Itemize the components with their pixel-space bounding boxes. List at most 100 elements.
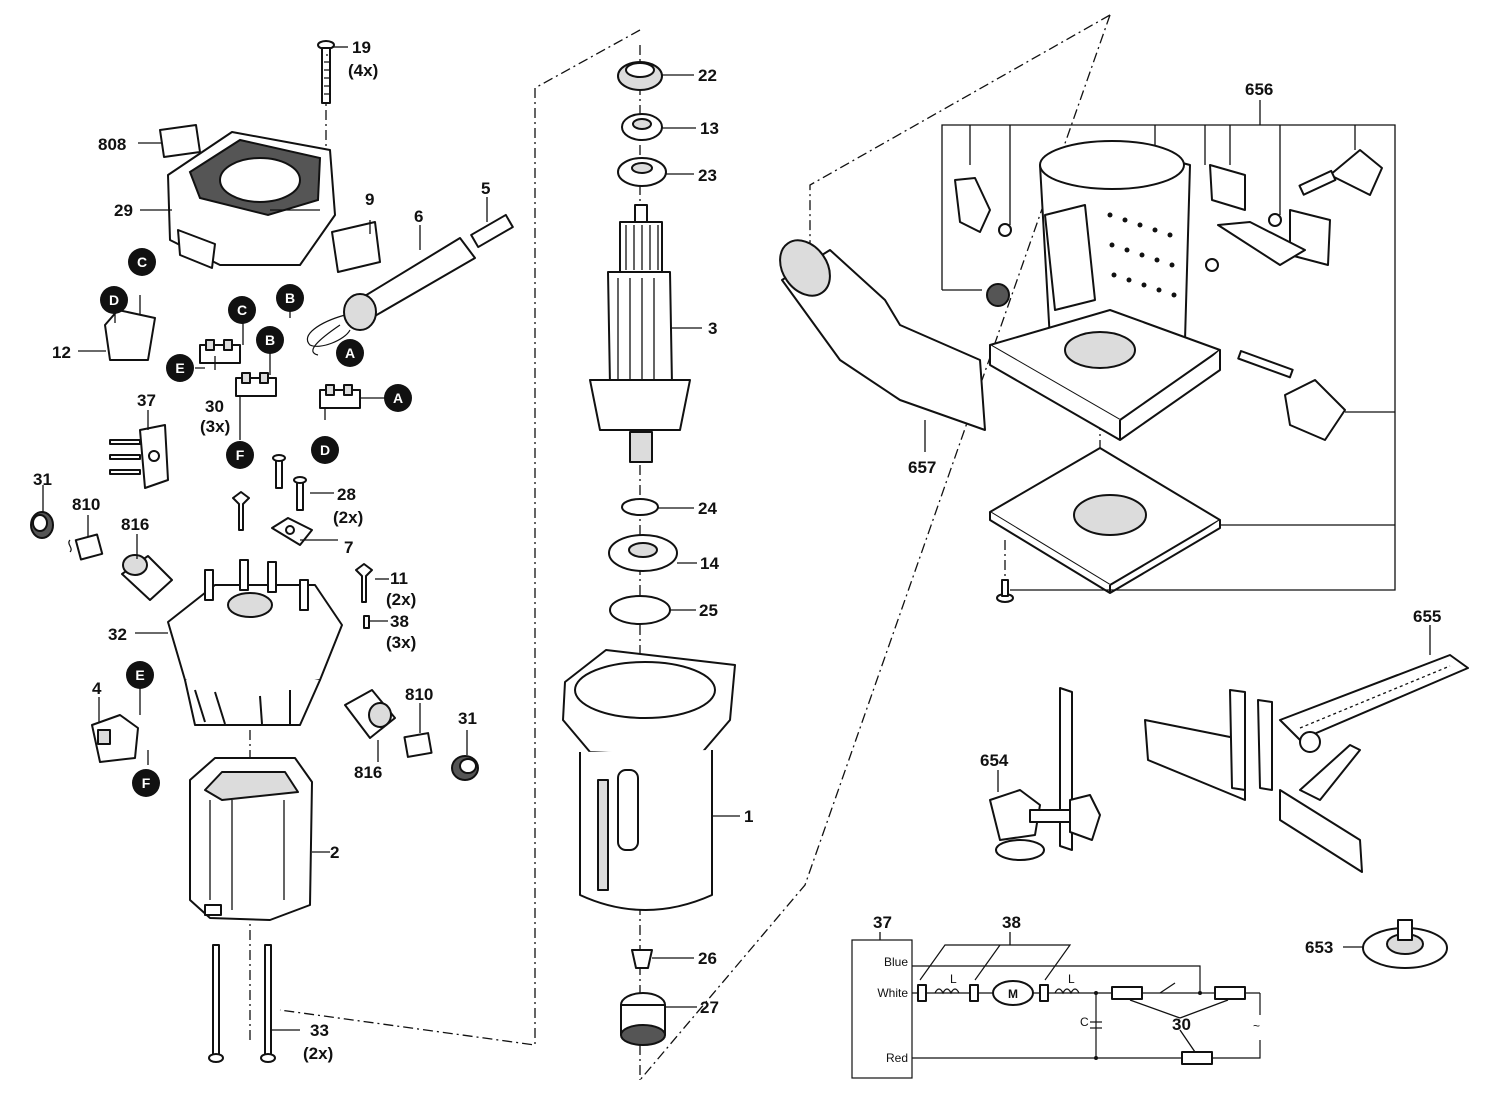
part-32-housing bbox=[167, 559, 343, 726]
callout-1: 1 bbox=[744, 807, 753, 826]
part-clips-11 bbox=[232, 491, 373, 629]
part-9-label bbox=[331, 221, 381, 273]
callout-23: 23 bbox=[698, 166, 717, 185]
part-31-cap bbox=[30, 511, 54, 539]
svg-text:C: C bbox=[237, 302, 247, 318]
part-14-bearing bbox=[608, 534, 678, 572]
wiring-diagram bbox=[851, 932, 1261, 1079]
callout-13: 13 bbox=[700, 119, 719, 138]
badge-a-2: A bbox=[384, 384, 412, 412]
choke-symbol-2: L bbox=[1068, 972, 1075, 986]
part-24-circlip bbox=[621, 498, 659, 516]
callout-656: 656 bbox=[1245, 80, 1273, 99]
part-2-stator bbox=[189, 757, 313, 921]
motor-symbol: M bbox=[1008, 987, 1018, 1001]
callout-31-b: 31 bbox=[458, 709, 477, 728]
part-27-nut bbox=[620, 992, 666, 1046]
part-655-guide bbox=[1144, 654, 1469, 873]
assembly-lines bbox=[249, 14, 1111, 1081]
part-808-label bbox=[159, 124, 201, 158]
callout-30: 30 bbox=[205, 397, 224, 416]
callout-2: 2 bbox=[330, 843, 339, 862]
badge-a-1: A bbox=[336, 339, 364, 367]
part-656-knobs bbox=[954, 149, 1383, 441]
part-3-armature bbox=[589, 204, 691, 463]
wiring-callout-38: 38 bbox=[1002, 913, 1021, 932]
part-7-bracket bbox=[271, 517, 313, 546]
part-816-holder-b bbox=[344, 689, 396, 739]
choke-symbol-1: L bbox=[950, 972, 957, 986]
part-6-cable bbox=[307, 237, 476, 356]
callout-808: 808 bbox=[98, 135, 126, 154]
callout-24: 24 bbox=[698, 499, 717, 518]
part-5-cable-end bbox=[470, 213, 514, 249]
capacitor-symbol: C bbox=[1080, 1015, 1089, 1029]
svg-text:A: A bbox=[393, 390, 403, 406]
callout-653: 653 bbox=[1305, 938, 1333, 957]
part-19-screw bbox=[317, 40, 335, 104]
svg-text:E: E bbox=[135, 667, 144, 683]
callout-22: 22 bbox=[698, 66, 717, 85]
badge-b-1: B bbox=[276, 284, 304, 312]
callout-33: 33 bbox=[310, 1021, 329, 1040]
svg-text:F: F bbox=[142, 775, 151, 791]
part-656-sub-base bbox=[989, 447, 1221, 594]
part-656-plates bbox=[1205, 164, 1331, 272]
part-13-bearing bbox=[621, 113, 663, 141]
svg-text:D: D bbox=[320, 442, 330, 458]
callout-816-a: 816 bbox=[121, 515, 149, 534]
callout-657: 657 bbox=[908, 458, 936, 477]
part-22-nut bbox=[617, 61, 663, 91]
callout-28-qty: (2x) bbox=[333, 508, 363, 527]
part-37-brush-holder bbox=[109, 424, 169, 489]
part-657-dust-hood bbox=[779, 239, 986, 431]
callout-7: 7 bbox=[344, 538, 353, 557]
part-29-cover bbox=[167, 131, 336, 269]
callout-33-qty: (2x) bbox=[303, 1044, 333, 1063]
badge-d-1: D bbox=[100, 286, 128, 314]
callout-816-b: 816 bbox=[354, 763, 382, 782]
wiring-callout-37: 37 bbox=[873, 913, 892, 932]
callout-11: 11 bbox=[390, 569, 408, 588]
svg-text:C: C bbox=[137, 254, 147, 270]
callout-11-qty: (2x) bbox=[386, 590, 416, 609]
callout-4: 4 bbox=[92, 679, 102, 698]
callout-14: 14 bbox=[700, 554, 719, 573]
wiring-callout-30: 30 bbox=[1172, 1015, 1191, 1034]
part-810-brush bbox=[68, 533, 104, 561]
svg-text:F: F bbox=[236, 447, 245, 463]
part-654-guide-pin bbox=[989, 687, 1101, 861]
wire-label-white: White bbox=[877, 986, 908, 1000]
callout-810-a: 810 bbox=[72, 495, 100, 514]
badge-f-1: F bbox=[226, 441, 254, 469]
callout-12: 12 bbox=[52, 343, 71, 362]
wire-label-blue: Blue bbox=[884, 955, 908, 969]
badge-c-2: C bbox=[228, 296, 256, 324]
ac-symbol: ~ bbox=[1253, 1019, 1260, 1033]
part-25-washer bbox=[609, 595, 671, 625]
part-28-screws bbox=[272, 454, 307, 511]
callout-3: 3 bbox=[708, 319, 717, 338]
callout-810-b: 810 bbox=[405, 685, 433, 704]
svg-text:B: B bbox=[285, 290, 295, 306]
badge-e-2: E bbox=[126, 661, 154, 689]
callout-6: 6 bbox=[414, 207, 423, 226]
part-816-holder bbox=[121, 554, 173, 601]
part-26-collet bbox=[631, 949, 653, 969]
part-12-brush-block bbox=[104, 309, 156, 361]
callout-19-qty: (4x) bbox=[348, 61, 378, 80]
badge-d-2: D bbox=[311, 436, 339, 464]
callout-29: 29 bbox=[114, 201, 133, 220]
part-23-bearing bbox=[617, 157, 667, 187]
callout-19: 19 bbox=[352, 38, 371, 57]
callout-26: 26 bbox=[698, 949, 717, 968]
callout-28: 28 bbox=[337, 485, 356, 504]
svg-text:A: A bbox=[345, 345, 355, 361]
badge-e-1: E bbox=[166, 354, 194, 382]
part-31-cap-b bbox=[451, 755, 479, 781]
callout-27: 27 bbox=[700, 998, 719, 1017]
badge-f-2: F bbox=[132, 769, 160, 797]
callout-31-a: 31 bbox=[33, 470, 52, 489]
part-656-base-assembly bbox=[989, 140, 1221, 441]
